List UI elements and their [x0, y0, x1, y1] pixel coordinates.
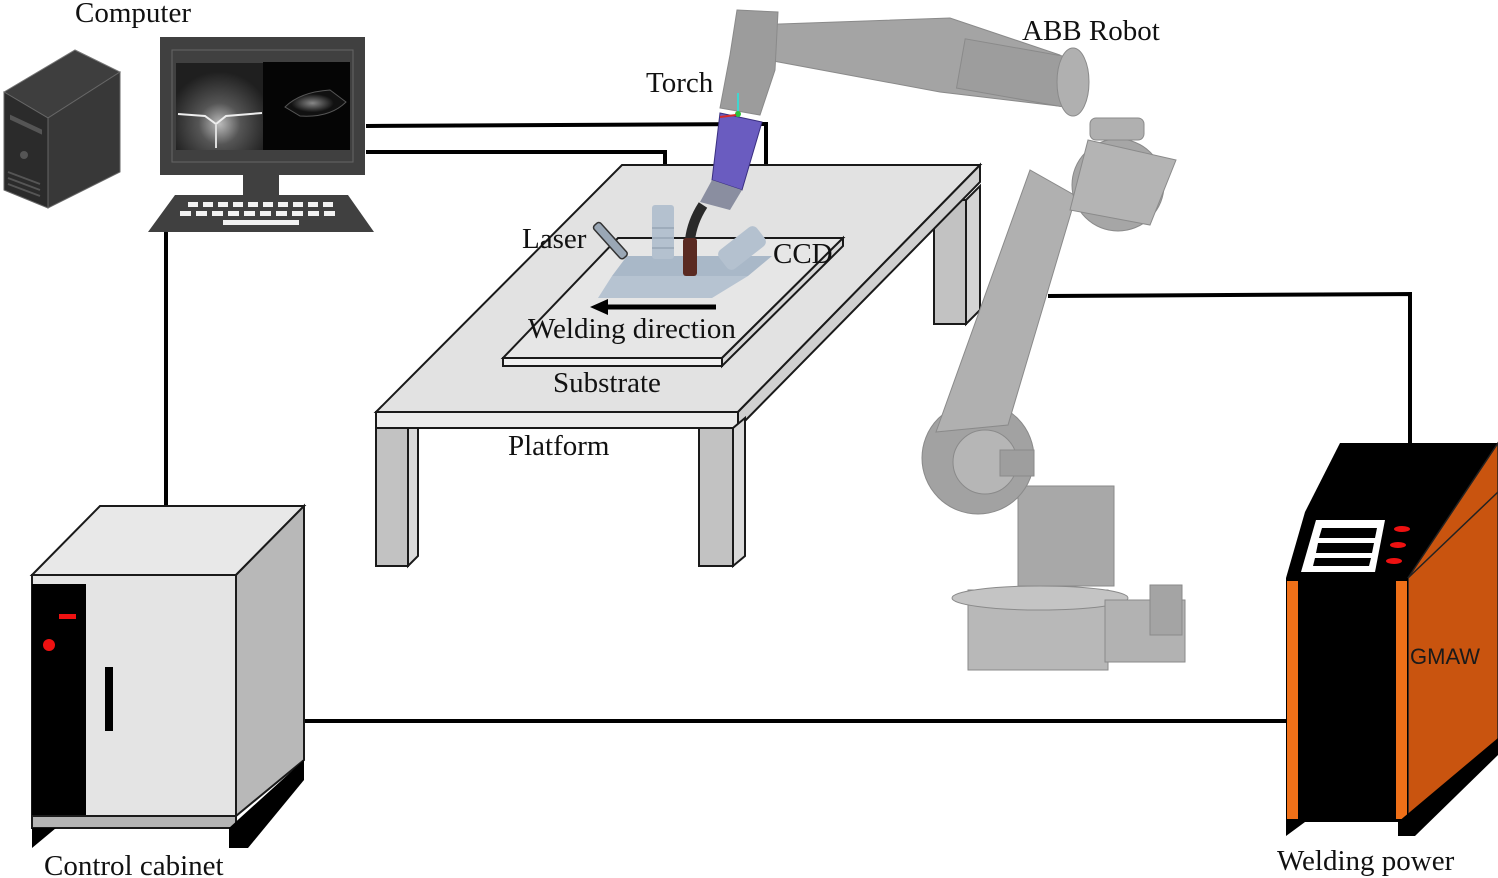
welding-direction-arrow	[590, 299, 716, 315]
power-indicator-light	[1386, 558, 1402, 564]
welding-direction-label: Welding direction	[528, 313, 736, 345]
power-indicator-light	[1390, 542, 1406, 548]
cabinet-indicator-bar	[59, 614, 76, 619]
computer-label: Computer	[75, 0, 191, 29]
welding-power-label: Welding power	[1277, 845, 1455, 877]
abb-robot-label: ABB Robot	[1022, 15, 1160, 47]
laser-camera	[652, 205, 674, 259]
laser-emitter	[592, 221, 628, 260]
computer-tower	[3, 49, 122, 209]
welding-torch	[683, 93, 763, 276]
control-cabinet	[29, 503, 307, 848]
laser-label: Laser	[522, 223, 587, 255]
wire-robot-power	[1047, 291, 1412, 444]
power-indicator-light	[1394, 526, 1410, 532]
weld-camera-image	[176, 63, 263, 150]
abb-robot	[719, 9, 1186, 671]
substrate-label: Substrate	[553, 367, 661, 399]
platform-label: Platform	[508, 430, 610, 462]
gmaw-label: GMAW	[1410, 644, 1480, 669]
ccd-label: CCD	[773, 238, 833, 270]
computer-monitor	[148, 37, 374, 232]
cabinet-indicator-light	[43, 639, 55, 651]
torch-label: Torch	[646, 67, 714, 99]
ccd-camera	[718, 226, 766, 270]
welding-power-unit	[1286, 441, 1498, 836]
cabinet-door-handle	[105, 667, 113, 731]
control-cabinet-label: Control cabinet	[44, 850, 224, 878]
